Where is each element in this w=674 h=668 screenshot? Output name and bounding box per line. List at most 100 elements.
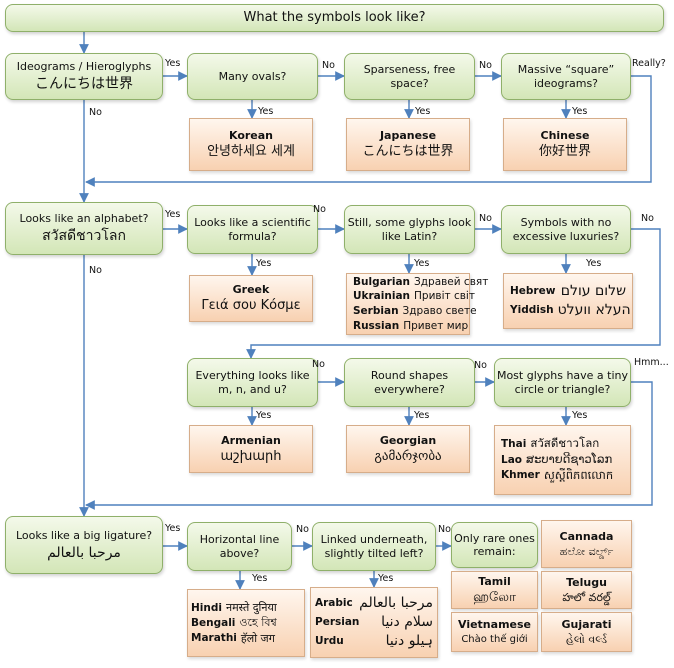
result-name: Arabic [315, 597, 353, 610]
label-yes: Yes [415, 106, 431, 117]
node-ideograms: Ideograms / Hieroglyphs こんにちは世界 [5, 53, 163, 100]
node-scientific: Looks like a scientific formula? [187, 205, 318, 254]
arrow-really-back [85, 75, 652, 187]
result-name: Korean [228, 129, 274, 143]
label-no: No [322, 60, 335, 71]
result-sample: Привет мир [403, 319, 469, 332]
result-greek: Greek Γειά σου Κόσμε [189, 275, 313, 322]
node-text: Looks like an alphabet? [19, 212, 149, 225]
node-text: Sparseness, free space? [363, 63, 456, 90]
arrow-hmm-back [85, 381, 653, 510]
node-horizontal-line: Horizontal line above? [187, 522, 292, 571]
result-name: Chinese [540, 129, 590, 143]
result-name: Russian [353, 319, 400, 332]
result-sample: 안녕하세요 세계 [207, 144, 295, 160]
node-sample: مرحبا بالعالم [47, 544, 121, 561]
label-no: No [474, 360, 487, 371]
label-yes: Yes [572, 106, 588, 117]
label-no: No [89, 265, 102, 276]
node-alphabet: Looks like an alphabet? สวัสดีชาวโลก [5, 202, 163, 255]
label-no: No [479, 213, 492, 224]
result-tamil: Tamil ஹலோ [451, 571, 538, 609]
result-name: Ukrainian [353, 290, 411, 303]
result-name: Yiddish [510, 304, 554, 317]
label-no: No [479, 60, 492, 71]
result-chinese: Chinese 你好世界 [503, 118, 627, 171]
label-no: No [89, 107, 102, 118]
arrow-luxuries-no-down [246, 228, 661, 359]
result-name: Persian [315, 616, 360, 629]
label-really: Really? [632, 58, 666, 69]
result-sample: مرحبا بالعالم [359, 595, 433, 612]
result-sample: ಹಲೋ ವರ್ಲ್ಡ್ [559, 545, 614, 558]
result-armenian: Armenian աշխարհ [189, 425, 313, 473]
result-name: Japanese [379, 129, 437, 143]
result-name: Cannada [559, 529, 614, 543]
label-no: No [313, 204, 326, 215]
result-sample: გამარჯობა [374, 448, 442, 464]
result-name: Greek [232, 283, 270, 297]
node-massive-square: Massive “square” ideograms? [501, 53, 631, 100]
node-text: Most glyphs have a tiny circle or triang… [496, 369, 629, 396]
result-name: Hebrew [510, 285, 556, 298]
result-row-arabic: Arabic مرحبا بالعالم [315, 595, 433, 612]
result-sample: ہیلو دنیا [385, 632, 433, 649]
result-name: Bulgarian [353, 275, 411, 288]
result-name: Armenian [221, 433, 281, 447]
label-yes: Yes [572, 410, 588, 421]
result-name: Hindi [191, 601, 222, 614]
result-sample: Привіт світ [414, 290, 475, 303]
node-text: Looks like a big ligature? [15, 528, 153, 542]
node-text: Many ovals? [218, 69, 287, 83]
label-yes: Yes [414, 258, 430, 269]
result-sample: աշխարհ [220, 448, 282, 464]
result-japanese: Japanese こんにちは世界 [346, 118, 470, 171]
result-sample: హలో వరల్డ్ [562, 591, 611, 604]
result-sample: העלא וועלט [557, 302, 631, 318]
result-georgian: Georgian გამარჯობა [346, 425, 470, 473]
label-yes: Yes [165, 209, 181, 220]
label-yes: Yes [252, 573, 268, 584]
result-gujarati: Gujarati હેલો વર્લ્ડ [541, 612, 632, 652]
result-sample: नमस्ते दुनिया [225, 601, 277, 615]
result-sample: હેલો વર્લ્ડ [566, 633, 607, 646]
result-sample: こんにちは世界 [362, 144, 454, 160]
label-yes: Yes [256, 258, 272, 269]
node-text: Linked underneath, slightly tilted left? [320, 533, 428, 560]
label-no: No [312, 359, 325, 370]
result-telugu: Telugu హలో వరల్డ్ [541, 571, 632, 609]
result-sample: สวัสดีชาวโลก [530, 436, 600, 451]
result-name: Urdu [315, 634, 344, 647]
label-no: No [438, 524, 451, 535]
node-text: Only rare ones remain: [454, 531, 535, 558]
result-sample: שלום עולם [560, 283, 626, 300]
node-text: Horizontal line above? [199, 533, 280, 560]
result-sample: 你好世界 [538, 144, 591, 160]
result-sample: Здраво свете [402, 305, 477, 317]
label-hmm: Hmm... [634, 357, 669, 368]
node-sparseness: Sparseness, free space? [344, 53, 475, 100]
result-vietnamese: Vietnamese Chào thế giới [451, 612, 538, 652]
result-name: Khmer [501, 469, 540, 482]
node-text: Looks like a scientific formula? [194, 216, 311, 243]
node-latin-glyphs: Still, some glyphs look like Latin? [344, 205, 475, 254]
node-ligature: Looks like a big ligature? مرحبا بالعالم [5, 516, 163, 574]
node-sample: สวัสดีชาวโลก [42, 228, 126, 245]
label-no: No [296, 524, 309, 535]
